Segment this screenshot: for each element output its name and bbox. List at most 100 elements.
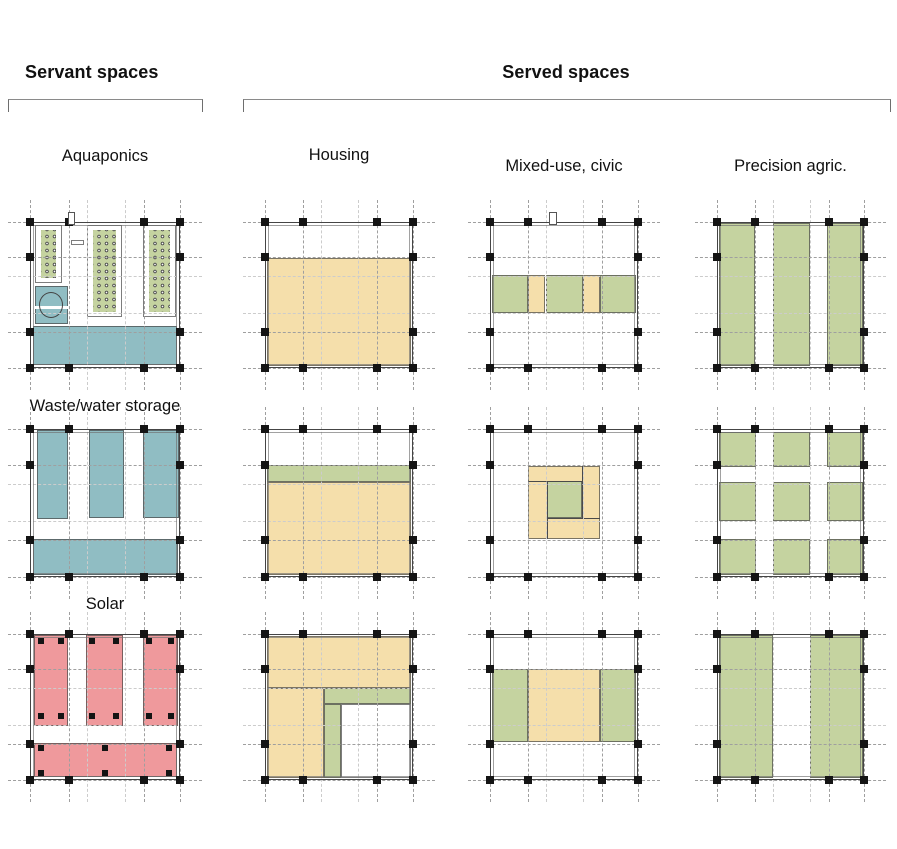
wall-inner — [720, 225, 861, 365]
wall-outer — [490, 429, 638, 577]
plan-aquaponics — [8, 200, 202, 390]
plan-housing-variant-2 — [243, 407, 435, 599]
wall-outer — [717, 634, 864, 780]
column-marker — [860, 218, 868, 226]
gridline-h — [695, 780, 886, 781]
panel-anchor-marker — [37, 712, 44, 719]
panel-anchor-marker — [57, 638, 64, 645]
column-marker — [486, 364, 494, 372]
gridline-h — [8, 780, 202, 781]
zone-tan — [267, 481, 411, 575]
column-marker — [860, 739, 868, 748]
gridline-h — [468, 368, 660, 369]
column-marker — [261, 218, 269, 226]
zone-blue — [143, 429, 179, 518]
column-marker — [299, 573, 308, 581]
column-marker — [751, 218, 760, 226]
wall-inner — [493, 637, 635, 777]
column-marker — [824, 425, 833, 433]
column-marker — [261, 425, 269, 433]
column-marker — [140, 573, 148, 581]
column-marker — [486, 630, 494, 638]
gridline-h — [243, 780, 435, 781]
column-marker — [65, 630, 73, 638]
column-marker — [486, 573, 494, 581]
column-marker — [409, 460, 417, 469]
column-marker — [524, 573, 533, 581]
label-aquaponics: Aquaponics — [61, 147, 149, 165]
column-marker — [486, 218, 494, 226]
column-marker — [26, 364, 34, 372]
column-marker — [486, 665, 494, 674]
zone-blue — [32, 286, 70, 325]
column-marker — [261, 739, 269, 748]
column-marker — [598, 573, 607, 581]
column-marker — [261, 253, 269, 262]
gridline-h — [8, 577, 202, 578]
gridline-h — [468, 577, 660, 578]
panel-anchor-marker — [165, 769, 172, 776]
gridline-v — [180, 612, 181, 802]
column-marker — [524, 630, 533, 638]
wall-inner — [493, 432, 635, 574]
panel-anchor-marker — [89, 712, 96, 719]
column-marker — [373, 364, 382, 372]
column-marker — [713, 425, 721, 433]
column-marker — [824, 364, 833, 372]
gridline-v — [638, 200, 639, 390]
column-marker — [751, 573, 760, 581]
column-marker — [299, 218, 308, 226]
column-marker — [713, 253, 721, 262]
column-marker — [713, 218, 721, 226]
zone-green — [87, 224, 122, 317]
column-marker — [860, 253, 868, 262]
partition-line — [528, 480, 582, 482]
zone-green — [492, 669, 529, 743]
wall-inner — [268, 432, 410, 574]
roof-vent — [67, 212, 75, 225]
column-marker — [713, 665, 721, 674]
column-marker — [176, 739, 184, 748]
column-marker — [524, 364, 533, 372]
column-marker — [634, 573, 642, 581]
column-marker — [176, 425, 184, 433]
column-marker — [409, 364, 417, 372]
column-marker — [824, 776, 833, 784]
plan-floor — [717, 634, 864, 780]
servant-group-bracket — [8, 99, 203, 112]
zone-white — [70, 240, 84, 246]
zone-blue — [88, 429, 124, 518]
column-marker — [524, 425, 533, 433]
label-housing: Housing — [308, 146, 370, 164]
column-marker — [486, 460, 494, 469]
panel-anchor-marker — [165, 744, 172, 751]
column-marker — [598, 776, 607, 784]
panel-anchor-marker — [57, 712, 64, 719]
column-marker — [26, 460, 34, 469]
tank-circle-icon — [38, 291, 63, 318]
wall-inner — [33, 432, 177, 574]
column-marker — [713, 364, 721, 372]
column-marker — [409, 665, 417, 674]
served-spaces-heading: Served spaces — [502, 62, 630, 82]
panel-anchor-marker — [168, 712, 174, 719]
column-marker — [65, 573, 73, 581]
gridline-h — [8, 368, 202, 369]
column-marker — [373, 573, 382, 581]
plan-floor — [265, 429, 413, 577]
wall-outer — [265, 429, 413, 577]
column-marker — [409, 218, 417, 226]
column-marker — [261, 665, 269, 674]
wall-inner — [493, 225, 635, 365]
column-marker — [713, 776, 721, 784]
column-marker — [176, 665, 184, 674]
wall-outer — [30, 429, 180, 577]
column-marker — [26, 536, 34, 544]
wall-outer — [30, 222, 180, 368]
column-marker — [176, 573, 184, 581]
column-marker — [373, 425, 382, 433]
column-marker — [860, 776, 868, 784]
column-marker — [751, 776, 760, 784]
column-marker — [860, 573, 868, 581]
column-marker — [409, 573, 417, 581]
